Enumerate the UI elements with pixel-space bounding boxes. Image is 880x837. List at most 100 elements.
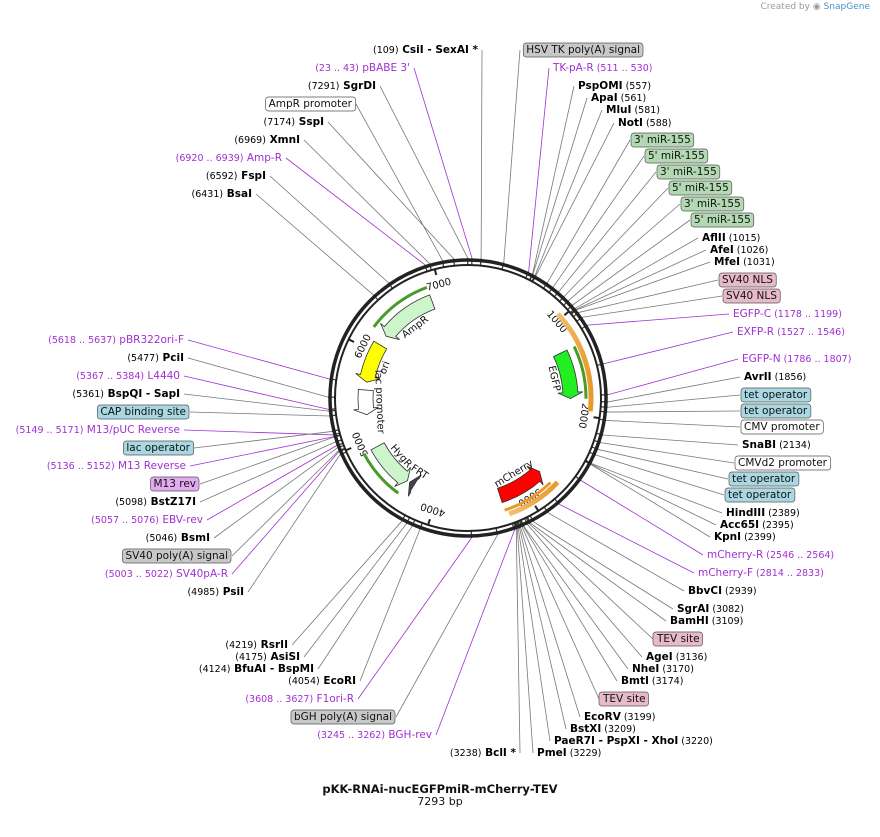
map-label-part: (1026)	[734, 245, 769, 256]
map-label-text: (5057 .. 5076) EBV-rev	[91, 514, 203, 526]
map-label-box	[668, 180, 733, 196]
map-label-part: (4985)	[187, 587, 219, 598]
leader-line	[187, 357, 329, 398]
ring-tick-label: 4000	[419, 500, 447, 518]
map-label-text: 5' miR-155	[648, 150, 705, 162]
map-label-part: (1031)	[740, 257, 775, 268]
leader-line	[395, 534, 498, 718]
map-label-text: tet operator	[744, 389, 808, 401]
leader-line	[523, 526, 629, 670]
map-label-enzyme: (6592) FspI	[206, 170, 266, 182]
ring-tick	[427, 518, 431, 526]
map-label-part: (7174)	[264, 117, 296, 128]
credit-prefix: Created by	[760, 2, 810, 12]
map-label-text: (3238) BclI *	[450, 747, 517, 759]
map-label-box	[522, 42, 644, 58]
map-label-part: CMV promoter	[744, 421, 820, 433]
map-label-part: FspI	[237, 170, 266, 182]
plasmid-name: pKK-RNAi-nucEGFPmiR-mCherry-TEV	[322, 782, 558, 796]
map-label-part: HindIII	[726, 507, 765, 519]
map-label-box: 3' miR-155	[656, 164, 721, 180]
map-label-part: (3136)	[673, 652, 708, 663]
map-label-part: (2134)	[776, 440, 811, 451]
map-label-enzyme: BamHI (3109)	[670, 615, 743, 627]
map-label-part: 5' miR-155	[672, 182, 729, 194]
feature-arrow-ori	[355, 340, 388, 383]
leader-line	[607, 358, 739, 396]
feature-label: lac promoter	[372, 370, 386, 435]
map-label-box: 3' miR-155	[680, 196, 745, 212]
map-label-part: (2939)	[722, 586, 757, 597]
map-label-part: (2814 .. 2833)	[753, 568, 824, 579]
leader-line	[193, 431, 333, 449]
map-label-part: SgrAI	[677, 603, 709, 615]
leader-line	[591, 463, 723, 514]
leader-line	[189, 436, 334, 467]
map-label-box: lac operator	[123, 440, 195, 456]
map-label-part: (23 .. 43)	[315, 63, 359, 74]
map-label-part: (3245 .. 3262)	[317, 730, 385, 741]
map-label-box	[656, 164, 721, 180]
map-label-box: tet operator	[724, 487, 796, 503]
leader-line	[269, 175, 389, 284]
map-label-primer: (23 .. 43) pBABE 3'	[315, 62, 410, 74]
leader-line	[529, 523, 654, 640]
map-label-part: (2399)	[741, 532, 776, 543]
map-label-box	[290, 709, 396, 725]
map-label-part: (5477)	[127, 353, 159, 364]
ring-tick	[433, 268, 438, 276]
orf-arc-outer	[555, 312, 594, 412]
map-label-part: PaeR7I	[554, 735, 595, 747]
map-label-text: NotI (588)	[618, 117, 672, 129]
map-label-primer: (6920 .. 6939) Amp-R	[176, 152, 282, 164]
map-label-part: (2546 .. 2564)	[763, 550, 834, 561]
map-label-enzyme: KpnI (2399)	[714, 531, 776, 543]
leader-line	[559, 503, 695, 574]
leader-line	[480, 49, 483, 259]
map-label-part: (4054)	[288, 676, 320, 687]
map-label-part: (1178 .. 1199)	[771, 309, 842, 320]
map-label-text: Acc65I (2395)	[720, 519, 794, 531]
map-label-enzyme: PmeI (3229)	[537, 747, 601, 759]
map-label-enzyme: (5477) PciI	[127, 352, 184, 364]
map-label-part: MluI	[606, 104, 631, 116]
map-label-text: lac operator	[126, 442, 190, 454]
map-label-part: SV40 NLS	[722, 274, 773, 286]
map-label-part: EcoRV	[584, 711, 622, 723]
map-label-part: (1015)	[726, 233, 761, 244]
map-label-text: (4175) AsiSI	[235, 651, 300, 663]
map-label-text: (3608 .. 3627) F1ori-R	[245, 693, 354, 705]
ring-tick-label: 2000	[576, 402, 591, 429]
leader-line	[231, 450, 339, 557]
map-label-part: (7291)	[308, 81, 340, 92]
map-label-text: AvrII (1856)	[744, 371, 806, 383]
leader-line	[359, 529, 421, 682]
leader-line	[602, 434, 739, 446]
map-label-part: ApaI	[591, 92, 618, 104]
map-label-text: SV40 NLS	[722, 274, 773, 286]
leader-line	[303, 139, 430, 264]
map-label-text: EGFP-N (1786 .. 1807)	[742, 353, 851, 365]
map-label-box: TEV site	[652, 631, 703, 647]
leader-line	[591, 463, 717, 526]
leader-line	[247, 454, 341, 593]
map-label-text: (5098) BstZ17I	[115, 496, 196, 508]
map-label-part: CAP binding site	[100, 406, 186, 418]
leader-line	[598, 449, 729, 480]
map-label-text: EcoRV (3199)	[584, 711, 655, 723]
map-label-text: tet operator	[744, 405, 808, 417]
plasmid-length: 7293 bp	[417, 795, 463, 808]
map-label-primer: mCherry-F (2814 .. 2833)	[698, 567, 824, 579]
map-label-enzyme: AvrII (1856)	[744, 371, 806, 383]
map-label-part: (5046)	[146, 533, 178, 544]
map-label-part: 5' miR-155	[694, 214, 751, 226]
orf-arc	[504, 481, 552, 512]
map-label-text: (4219) RsrII	[225, 639, 288, 651]
map-label-part: 3' miR-155	[684, 198, 741, 210]
map-label-part: XmnI	[266, 134, 300, 146]
map-label-part: pBABE 3'	[359, 62, 410, 74]
credit: Created by ◉ SnapGene	[760, 2, 870, 12]
map-label-text: (7174) SspI	[264, 116, 324, 128]
map-label-box	[97, 404, 190, 420]
map-label-enzyme: MluI (581)	[606, 104, 660, 116]
